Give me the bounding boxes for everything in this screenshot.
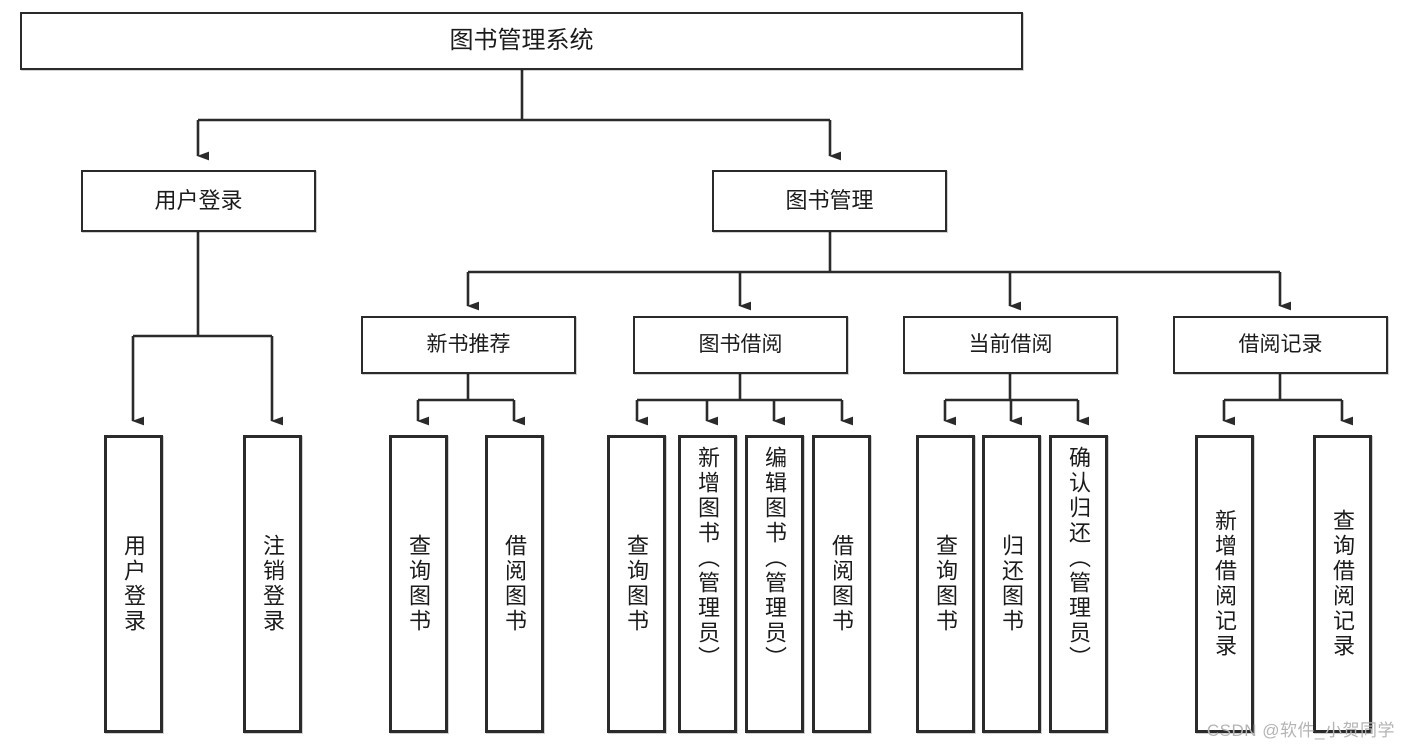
node-user-login[interactable]: 用户登录 [81, 170, 316, 232]
node-leaf-user-login-label: 用户登录 [121, 534, 147, 634]
node-leaf-borrow-book-1-label: 借阅图书 [502, 534, 528, 634]
node-leaf-query-book-2[interactable]: 查询图书 [607, 435, 666, 733]
node-leaf-query-book-1[interactable]: 查询图书 [389, 435, 448, 733]
node-root[interactable]: 图书管理系统 [20, 12, 1023, 70]
node-leaf-borrow-book-2[interactable]: 借阅图书 [812, 435, 871, 733]
node-leaf-edit-book[interactable]: 编辑图书（管理员） [745, 435, 804, 733]
node-leaf-query-book-1-label: 查询图书 [406, 534, 432, 634]
node-leaf-add-record-label: 新增借阅记录 [1212, 509, 1238, 659]
node-root-label: 图书管理系统 [449, 26, 594, 54]
node-current-borrow-label: 当前借阅 [968, 332, 1053, 356]
node-leaf-add-book[interactable]: 新增图书（管理员） [678, 435, 737, 733]
node-leaf-confirm-return-label: 确认归还（管理员） [1066, 446, 1092, 671]
watermark: CSDN @软件_小贺同学 [1206, 721, 1395, 740]
node-leaf-query-book-2-label: 查询图书 [624, 534, 650, 634]
node-borrow-record[interactable]: 借阅记录 [1173, 316, 1388, 374]
node-leaf-query-book-3[interactable]: 查询图书 [916, 435, 975, 733]
node-book-management[interactable]: 图书管理 [712, 170, 947, 232]
node-book-management-label: 图书管理 [785, 188, 874, 214]
node-new-book-recommend[interactable]: 新书推荐 [361, 316, 576, 374]
node-book-borrow-label: 图书借阅 [698, 332, 783, 356]
node-new-book-recommend-label: 新书推荐 [426, 332, 511, 356]
node-leaf-confirm-return[interactable]: 确认归还（管理员） [1049, 435, 1108, 733]
node-leaf-add-record[interactable]: 新增借阅记录 [1195, 435, 1254, 733]
node-leaf-query-record-label: 查询借阅记录 [1330, 509, 1356, 659]
node-leaf-borrow-book-1[interactable]: 借阅图书 [485, 435, 544, 733]
node-leaf-borrow-book-2-label: 借阅图书 [829, 534, 855, 634]
node-borrow-record-label: 借阅记录 [1238, 332, 1323, 356]
node-leaf-query-book-3-label: 查询图书 [933, 534, 959, 634]
node-leaf-user-login[interactable]: 用户登录 [104, 435, 163, 733]
node-leaf-edit-book-label: 编辑图书（管理员） [762, 446, 788, 671]
node-leaf-return-book-label: 归还图书 [999, 534, 1025, 634]
node-leaf-query-record[interactable]: 查询借阅记录 [1313, 435, 1372, 733]
node-current-borrow[interactable]: 当前借阅 [903, 316, 1118, 374]
node-book-borrow[interactable]: 图书借阅 [633, 316, 848, 374]
node-leaf-logout-login[interactable]: 注销登录 [243, 435, 302, 733]
node-leaf-add-book-label: 新增图书（管理员） [695, 446, 721, 671]
node-leaf-return-book[interactable]: 归还图书 [982, 435, 1041, 733]
node-user-login-label: 用户登录 [154, 188, 243, 214]
node-leaf-logout-login-label: 注销登录 [260, 534, 286, 634]
